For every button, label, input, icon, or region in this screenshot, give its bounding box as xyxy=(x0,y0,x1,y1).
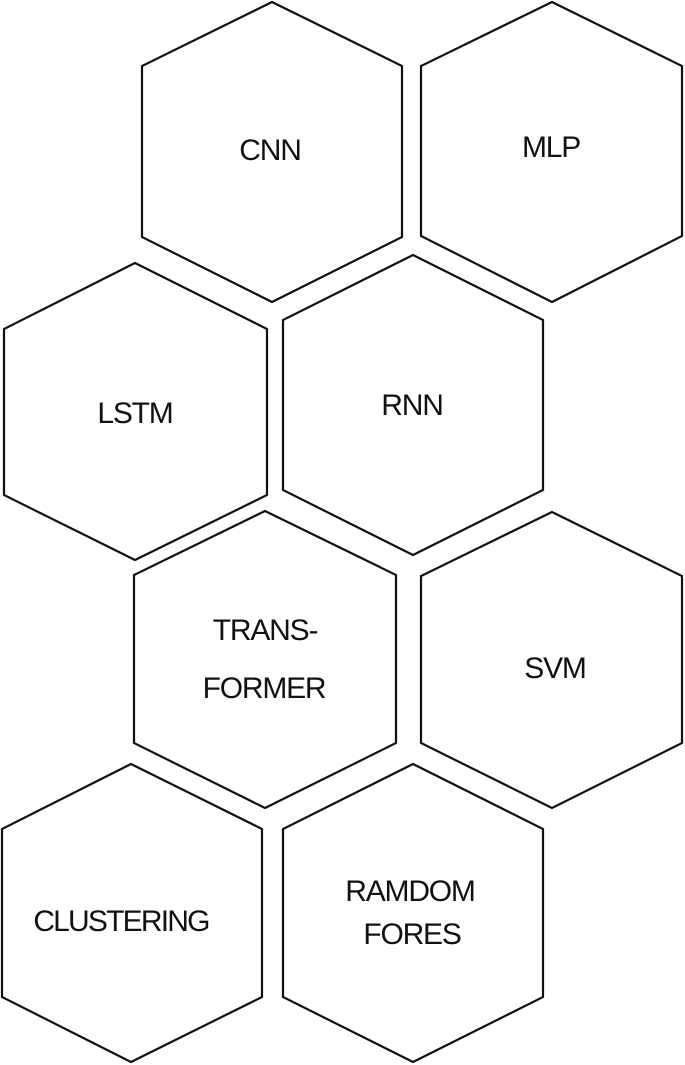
hexagon-shape xyxy=(2,261,269,562)
hexagon-svm: SVM xyxy=(419,510,684,810)
hexagon-shape xyxy=(419,510,684,810)
hexagon-shape xyxy=(140,0,404,304)
hexagon-label: CLUSTERING xyxy=(33,905,209,938)
hexagon-transformer: TRANS- FORMER xyxy=(132,509,398,810)
hexagon-label: MLP xyxy=(522,131,580,164)
hexagon-shape xyxy=(132,509,398,810)
hexagon-label-line-1: TRANS- xyxy=(213,614,318,647)
hexagon-label: LSTM xyxy=(97,397,172,430)
hexagon-label-line-2: FORMER xyxy=(203,672,326,705)
hexagon-label: RNN xyxy=(381,389,442,422)
hexagon-label-line-2: FORES xyxy=(363,918,461,951)
hexagon-shape xyxy=(419,0,684,304)
hexagon-lstm: LSTM xyxy=(2,261,269,562)
hexagon-cnn: CNN xyxy=(140,0,404,304)
hexagon-rnn: RNN xyxy=(281,253,545,557)
hexagon-shape xyxy=(281,762,545,1064)
hexagon-mlp: MLP xyxy=(419,0,684,304)
hexagon-clustering: CLUSTERING xyxy=(0,762,264,1064)
hexagon-label-line-1: RAMDOM xyxy=(345,875,474,908)
hexagon-shape xyxy=(281,253,545,557)
hexagon-random-forest: RAMDOM FORES xyxy=(281,762,545,1064)
hexagon-shape xyxy=(0,762,264,1064)
hexagon-label: CNN xyxy=(239,134,300,167)
hexagon-label: SVM xyxy=(524,652,585,685)
